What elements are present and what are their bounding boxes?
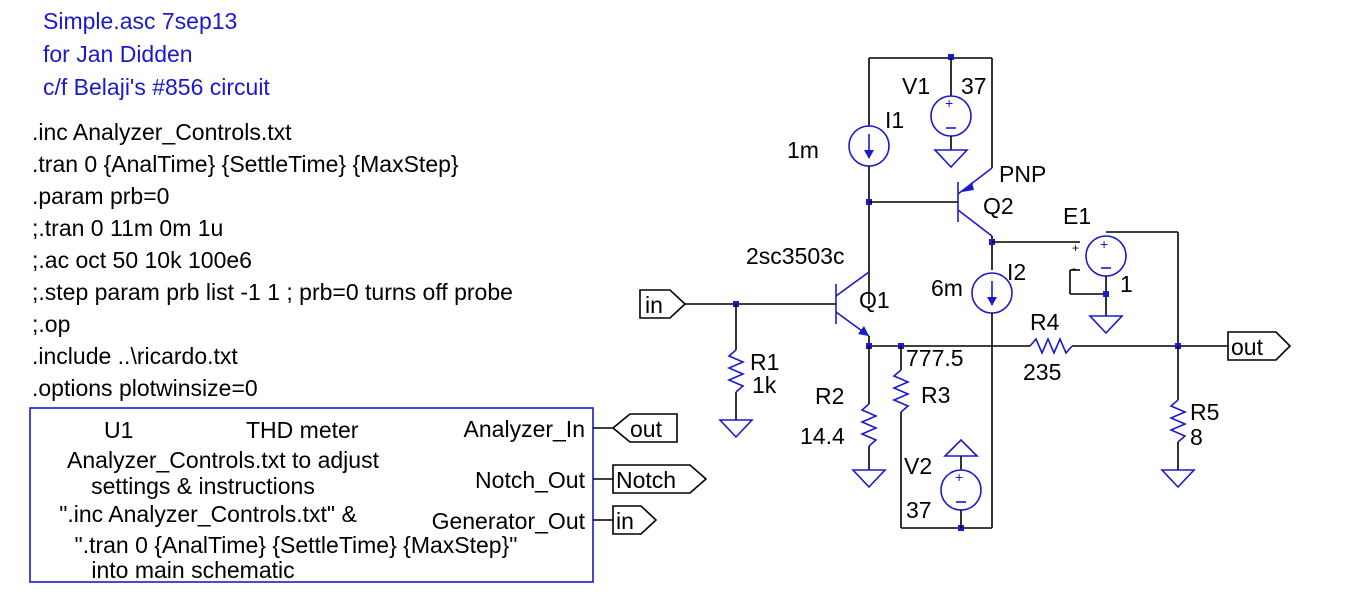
e1-source[interactable]: + + - E1 1 xyxy=(989,203,1179,346)
i1-ref: I1 xyxy=(885,107,904,133)
v1-value: 37 xyxy=(961,73,987,99)
r5-value: 8 xyxy=(1190,424,1203,450)
q1-ref: Q1 xyxy=(859,287,890,313)
e1-value: 1 xyxy=(1120,271,1133,297)
u1-name-label: THD meter xyxy=(246,417,359,443)
pin-analyzer-in-label: Analyzer_In xyxy=(464,416,585,442)
svg-text:+: + xyxy=(945,95,953,111)
comment-line-2: for Jan Didden xyxy=(43,41,193,67)
spice-directives: .inc Analyzer_Controls.txt .tran 0 {Anal… xyxy=(32,119,513,401)
i1-value: 1m xyxy=(787,137,819,163)
q1-transistor[interactable]: 2sc3503c Q1 xyxy=(746,243,890,346)
i1-arrow-icon xyxy=(864,150,874,159)
q2-emitter xyxy=(957,167,993,195)
thd-meter-box[interactable] xyxy=(29,407,594,583)
r5-resistor[interactable] xyxy=(1168,399,1188,443)
comment-line-1: Simple.asc 7sep13 xyxy=(43,8,237,34)
output-network: R2 14.4 777.5 R3 R4 235 R5 8 out xyxy=(800,309,1292,531)
u1-desc-2: settings & instructions xyxy=(91,473,315,499)
net-label-out[interactable] xyxy=(1227,331,1292,361)
port-generator-in-label: in xyxy=(616,508,634,534)
v2-ground-icon xyxy=(943,438,979,457)
e1-ref: E1 xyxy=(1063,203,1091,229)
directive-line-7: ;.op xyxy=(32,311,70,337)
r2-resistor[interactable] xyxy=(859,403,879,447)
net-label-out-text: out xyxy=(1231,334,1264,360)
q2-value: PNP xyxy=(999,161,1046,187)
pin-generator-out-label: Generator_Out xyxy=(432,508,586,534)
r1-ground-icon xyxy=(718,419,754,439)
i2-source[interactable]: I2 6m xyxy=(931,259,1026,528)
i2-ref: I2 xyxy=(1007,259,1026,285)
r1-value: 1k xyxy=(752,372,777,398)
pin-notch-out-label: Notch_Out xyxy=(475,467,586,493)
r3-value: 777.5 xyxy=(906,345,964,371)
port-notch-label: Notch xyxy=(616,467,676,493)
svg-text:+: + xyxy=(955,469,963,485)
r4-value: 235 xyxy=(1023,359,1061,385)
r1-ref: R1 xyxy=(750,349,779,375)
q2-ref: Q2 xyxy=(983,193,1014,219)
v2-value: 37 xyxy=(906,497,932,523)
port-notch[interactable] xyxy=(612,464,708,494)
u1-desc-3: ".inc Analyzer_Controls.txt" & xyxy=(59,501,357,527)
directive-line-1: .inc Analyzer_Controls.txt xyxy=(32,119,292,145)
q1-collector xyxy=(835,271,870,297)
v2-source[interactable]: + V2 37 xyxy=(904,438,982,528)
q2-transistor[interactable]: PNP Q2 xyxy=(866,161,1046,237)
u1-desc-1: Analyzer_Controls.txt to adjust xyxy=(67,447,380,473)
comment-line-3: c/f Belaji's #856 circuit xyxy=(43,74,270,100)
directive-line-3: .param prb=0 xyxy=(32,183,169,209)
r5-ground-icon xyxy=(1160,469,1196,489)
net-label-in[interactable] xyxy=(639,289,687,319)
q1-arrow-icon xyxy=(858,326,869,336)
v1-ground-icon xyxy=(933,149,969,169)
directive-line-5: ;.ac oct 50 10k 100e6 xyxy=(32,247,252,273)
r2-value: 14.4 xyxy=(800,423,845,449)
u1-ref-label: U1 xyxy=(104,417,133,443)
q1-value: 2sc3503c xyxy=(746,243,844,269)
directive-line-8: .include ..\ricardo.txt xyxy=(32,343,238,369)
v1-ref: V1 xyxy=(902,73,930,99)
svg-text:+: + xyxy=(1100,236,1108,252)
q2-arrow-icon xyxy=(962,182,974,192)
i2-arrow-icon xyxy=(987,297,997,306)
directive-line-4: ;.tran 0 11m 0m 1u xyxy=(32,215,223,241)
r2-ground-icon xyxy=(851,469,887,489)
directive-line-9: .options plotwinsize=0 xyxy=(32,375,258,401)
e1-ground-icon xyxy=(1088,315,1124,335)
u1-desc-4: ".tran 0 {AnalTime} {SettleTime} {MaxSte… xyxy=(75,532,518,558)
top-supply: + V1 37 I1 1m xyxy=(787,54,993,304)
q2-collector xyxy=(957,209,993,237)
net-label-in-text: in xyxy=(645,292,663,318)
r3-ref: R3 xyxy=(921,382,950,408)
port-out-to-analyzer[interactable] xyxy=(611,413,678,443)
r4-resistor[interactable] xyxy=(1029,336,1073,356)
port-generator-in[interactable] xyxy=(612,505,658,535)
i2-value: 6m xyxy=(931,275,963,301)
directive-line-6: ;.step param prb list -1 1 ; prb=0 turns… xyxy=(32,279,513,305)
port-out-to-analyzer-label: out xyxy=(630,416,663,442)
junction-dot xyxy=(1103,291,1109,297)
svg-text:-: - xyxy=(1072,261,1076,275)
r1-resistor[interactable] xyxy=(726,349,746,393)
svg-text:+: + xyxy=(1072,241,1079,255)
r3-resistor[interactable] xyxy=(891,369,911,413)
header-comments: Simple.asc 7sep13 for Jan Didden c/f Bel… xyxy=(43,8,270,100)
r5-ref: R5 xyxy=(1190,399,1219,425)
r2-ref: R2 xyxy=(815,383,844,409)
u1-desc-5: into main schematic xyxy=(91,557,294,583)
directive-line-2: .tran 0 {AnalTime} {SettleTime} {MaxStep… xyxy=(32,151,459,177)
r4-ref: R4 xyxy=(1030,309,1060,335)
v2-ref: V2 xyxy=(904,453,932,479)
input-stage: in R1 1k xyxy=(639,289,836,439)
thd-meter-block[interactable]: U1 THD meter Analyzer_Controls.txt to ad… xyxy=(29,407,708,583)
junction-dot xyxy=(948,54,954,60)
